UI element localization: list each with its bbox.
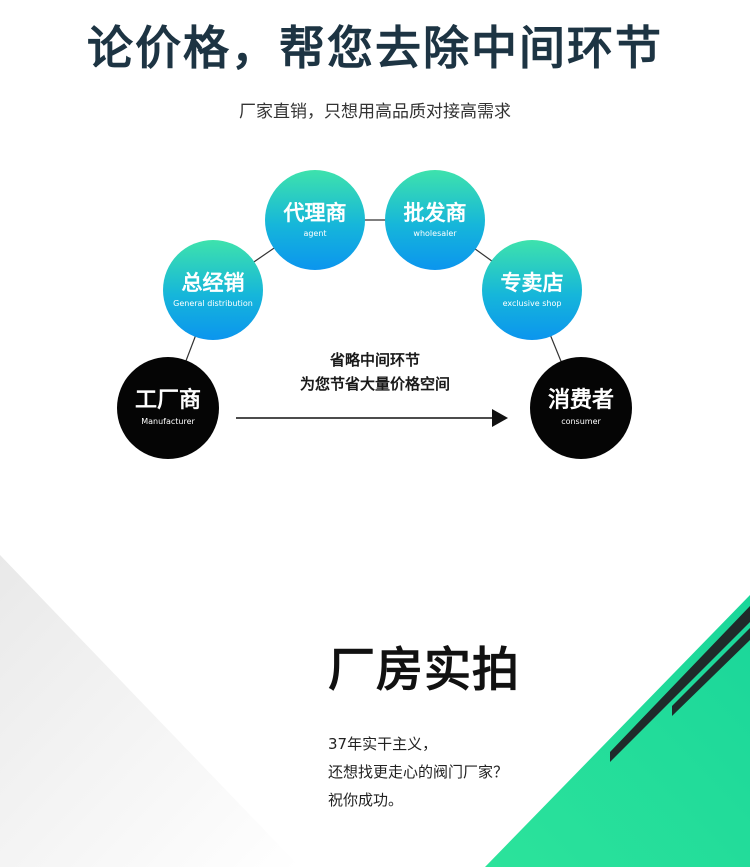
grey-triangle [0,555,300,867]
node-label: 总经销 [181,271,245,295]
page-title: 论价格，帮您去除中间环节 [87,21,663,75]
factory-text-line: 祝你成功。 [328,791,404,809]
factory-section-text: 37年实干主义， 还想找更走心的阀门厂家？ 祝你成功。 [328,730,508,814]
node-sublabel: General distribution [173,299,253,308]
flow-arrow-head [492,409,508,427]
node-label: 代理商 [283,201,347,225]
factory-text-line: 37年实干主义， [328,735,438,753]
page-subtitle: 厂家直销，只想用高品质对接高需求 [239,102,511,122]
middle-caption: 省略中间环节 为您节省大量价格空间 [265,348,485,396]
node-general-distribution: 总经销 General distribution [163,240,263,340]
node-sublabel: wholesaler [413,229,457,238]
dark-stripe-1 [610,606,750,762]
middle-caption-line1: 省略中间环节 [329,351,420,369]
node-sublabel: Manufacturer [141,417,195,426]
node-label: 批发商 [403,201,467,225]
node-sublabel: exclusive shop [502,299,562,308]
node-sublabel: consumer [561,417,601,426]
green-triangle [485,595,750,867]
node-manufacturer: 工厂商 Manufacturer [117,357,219,459]
dark-stripe-2 [672,628,750,716]
node-label: 消费者 [547,388,614,413]
node-consumer: 消费者 consumer [530,357,632,459]
node-label: 专卖店 [500,271,564,295]
node-label: 工厂商 [134,388,201,413]
node-agent: 代理商 agent [265,170,365,270]
middle-caption-line2: 为您节省大量价格空间 [299,375,450,393]
node-exclusive-shop: 专卖店 exclusive shop [482,240,582,340]
node-wholesaler: 批发商 wholesaler [385,170,485,270]
node-sublabel: agent [303,229,327,238]
factory-text-line: 还想找更走心的阀门厂家？ [328,763,509,781]
factory-section-title: 厂房实拍 [328,643,520,698]
